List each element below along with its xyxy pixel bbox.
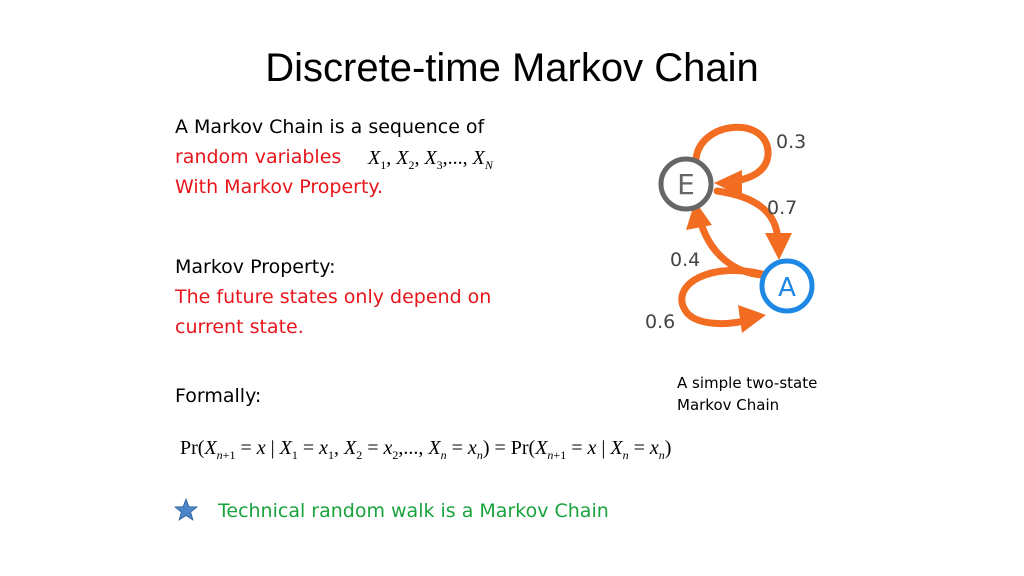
- intro-line-1: A Markov Chain is a sequence of: [175, 116, 485, 138]
- edge-a-to-e-arrowhead: [686, 201, 712, 230]
- caption-line-2: Markov Chain: [677, 396, 780, 414]
- svg-text:Pr(Xn+1 = x | X1 = x1, X2 = x2: Pr(Xn+1 = x | X1 = x1, X2 = x2,..., Xn =…: [180, 437, 671, 462]
- markov-formula: Pr(Xn+1 = x | X1 = x1, X2 = x2,..., Xn =…: [180, 437, 671, 462]
- star-icon: [174, 498, 198, 521]
- prob-e-to-e: 0.3: [776, 131, 806, 153]
- intro-line-3: With Markov Property.: [175, 176, 383, 198]
- property-heading: Markov Property:: [175, 256, 336, 278]
- prob-a-to-a: 0.6: [645, 311, 675, 333]
- property-line-2: current state.: [175, 316, 304, 338]
- edge-a-to-a: [678, 267, 770, 327]
- edge-e-to-a-arrowhead: [765, 233, 792, 260]
- state-e-label: E: [677, 168, 695, 201]
- slide-title: Discrete-time Markov Chain: [265, 46, 759, 90]
- state-a-label: A: [778, 273, 796, 303]
- edge-a-to-a-arrowhead: [738, 305, 766, 333]
- formally-label: Formally:: [175, 385, 262, 407]
- diagram-caption: A simple two-state Markov Chain: [677, 372, 817, 416]
- state-a-node: [759, 258, 815, 314]
- markov-chain-diagram: E A 0.3 0.7 0.4 0.6: [645, 123, 815, 333]
- caption-line-1: A simple two-state: [677, 374, 818, 392]
- prob-e-to-a: 0.7: [767, 197, 797, 219]
- edge-e-to-e-arrowhead: [714, 170, 742, 197]
- bullet-text: Technical random walk is a Markov Chain: [218, 500, 609, 522]
- prob-a-to-e: 0.4: [670, 249, 700, 271]
- property-line-1: The future states only depend on: [175, 286, 492, 308]
- svg-text:X1, X2, X3,...,: X1, X2, X3,..., XN: [367, 147, 494, 172]
- state-e-node: [658, 156, 714, 212]
- sequence-math: X1, X2, X3,..., XN: [367, 147, 494, 172]
- edge-a-to-e: [696, 216, 766, 279]
- edge-e-to-e: [692, 123, 772, 187]
- intro-line-2: random variables: [175, 146, 342, 168]
